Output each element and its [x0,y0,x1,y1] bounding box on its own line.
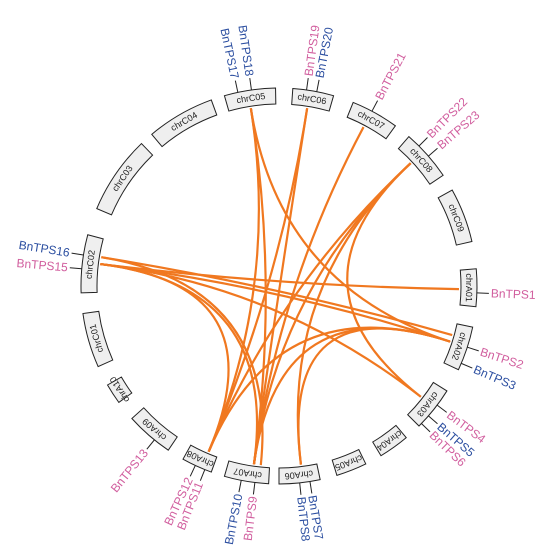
chromosome-label: chrA07 [233,466,263,481]
gene-label-bntps21: BnTPS21 [372,50,409,102]
gene-tick [189,465,196,477]
gene-tick [234,80,239,93]
chromosome-block [80,234,104,294]
gene-tick [306,77,309,90]
chromosome-a05: chrA05 [331,448,367,476]
gene-tick [467,346,479,352]
gene-tick [199,469,206,481]
chromosome-c05: chrC05 [223,87,277,112]
chromosome-block [437,189,473,246]
chromosome-label: chrA06 [284,468,313,481]
gene-tick [238,480,242,493]
gene-tick [371,100,379,112]
link-c02-a08 [100,262,230,453]
gene-tick [299,482,302,495]
gene-tick [316,79,320,92]
chromosome-a10: chrA10 [106,375,133,404]
chromosome-a04: chrA04 [372,424,407,457]
gene-tick [418,137,428,147]
gene-label-bntps7: BnTPS7 [305,494,326,541]
link-a02-a06 [297,327,451,465]
chromosome-block [82,310,114,368]
chromosome-c07: chrC07 [346,101,397,140]
gene-tick [71,252,84,256]
gene-tick [428,147,438,157]
chromosome-block [223,460,271,485]
chromosome-a01: chrA01 [459,268,478,308]
chromosome-block [331,448,367,476]
chromosome-label: chrC02 [84,250,97,280]
gene-tick [436,404,448,413]
chromosome-a07: chrA07 [223,460,271,485]
chromosome-block [346,101,397,140]
chromosome-block [151,99,218,148]
gene-label-bntps8: BnTPS8 [294,496,313,542]
chromosome-block [96,142,154,216]
chromosome-c04: chrC04 [151,99,218,148]
link-c02-a02 [101,256,453,337]
chromosome-label: chrC05 [236,91,266,105]
chromosome-block [372,424,407,457]
chromosome-c03: chrC03 [96,142,154,216]
link-c05-a02 [249,108,451,343]
synteny-links [100,108,459,466]
chromosome-label: chrA01 [464,273,474,302]
link-c08-a08 [207,162,412,453]
gene-tick [461,362,473,369]
link-c02-a07 [101,256,264,466]
gene-tick [421,423,431,433]
chromosome-block [443,323,474,371]
gene-tick [428,415,438,425]
chromosome-label: chrC06 [297,91,327,106]
chromosome-a09: chrA09 [131,407,178,451]
link-c06-a08 [207,108,309,453]
chromosome-a08: chrA08 [182,444,218,473]
chromosome-block [106,376,133,404]
link-c02-a03 [100,262,422,398]
chromosome-block [131,407,178,451]
link-c08-a03 [346,162,422,398]
chromosome-block [397,135,444,185]
chromosome-a02: chrA02 [443,323,474,371]
gene-tick [252,482,256,495]
chromosome-block [182,444,218,473]
gene-tick [309,481,313,494]
gene-tick [146,439,155,450]
chromosome-a06: chrA06 [278,463,321,485]
chromosome-block [278,463,321,485]
gene-label-bntps1: BnTPS1 [491,286,536,302]
chromosome-block [223,87,277,112]
chromosome-a03: chrA03 [406,381,448,427]
gene-tick [69,267,82,270]
chromosome-c09: chrC09 [437,189,473,246]
gene-label-bntps13: BnTPS13 [108,446,151,495]
chromosome-block [406,381,448,427]
chromosome-block [291,87,335,112]
gene-label-bntps15: BnTPS15 [16,256,69,274]
gene-label-bntps9: BnTPS9 [241,495,260,541]
chromosome-c02: chrC02 [80,234,104,294]
chromosome-block [459,268,478,308]
gene-tick [249,77,252,90]
chromosome-c01: chrC01 [82,310,114,368]
chromosome-c06: chrC06 [291,87,335,112]
